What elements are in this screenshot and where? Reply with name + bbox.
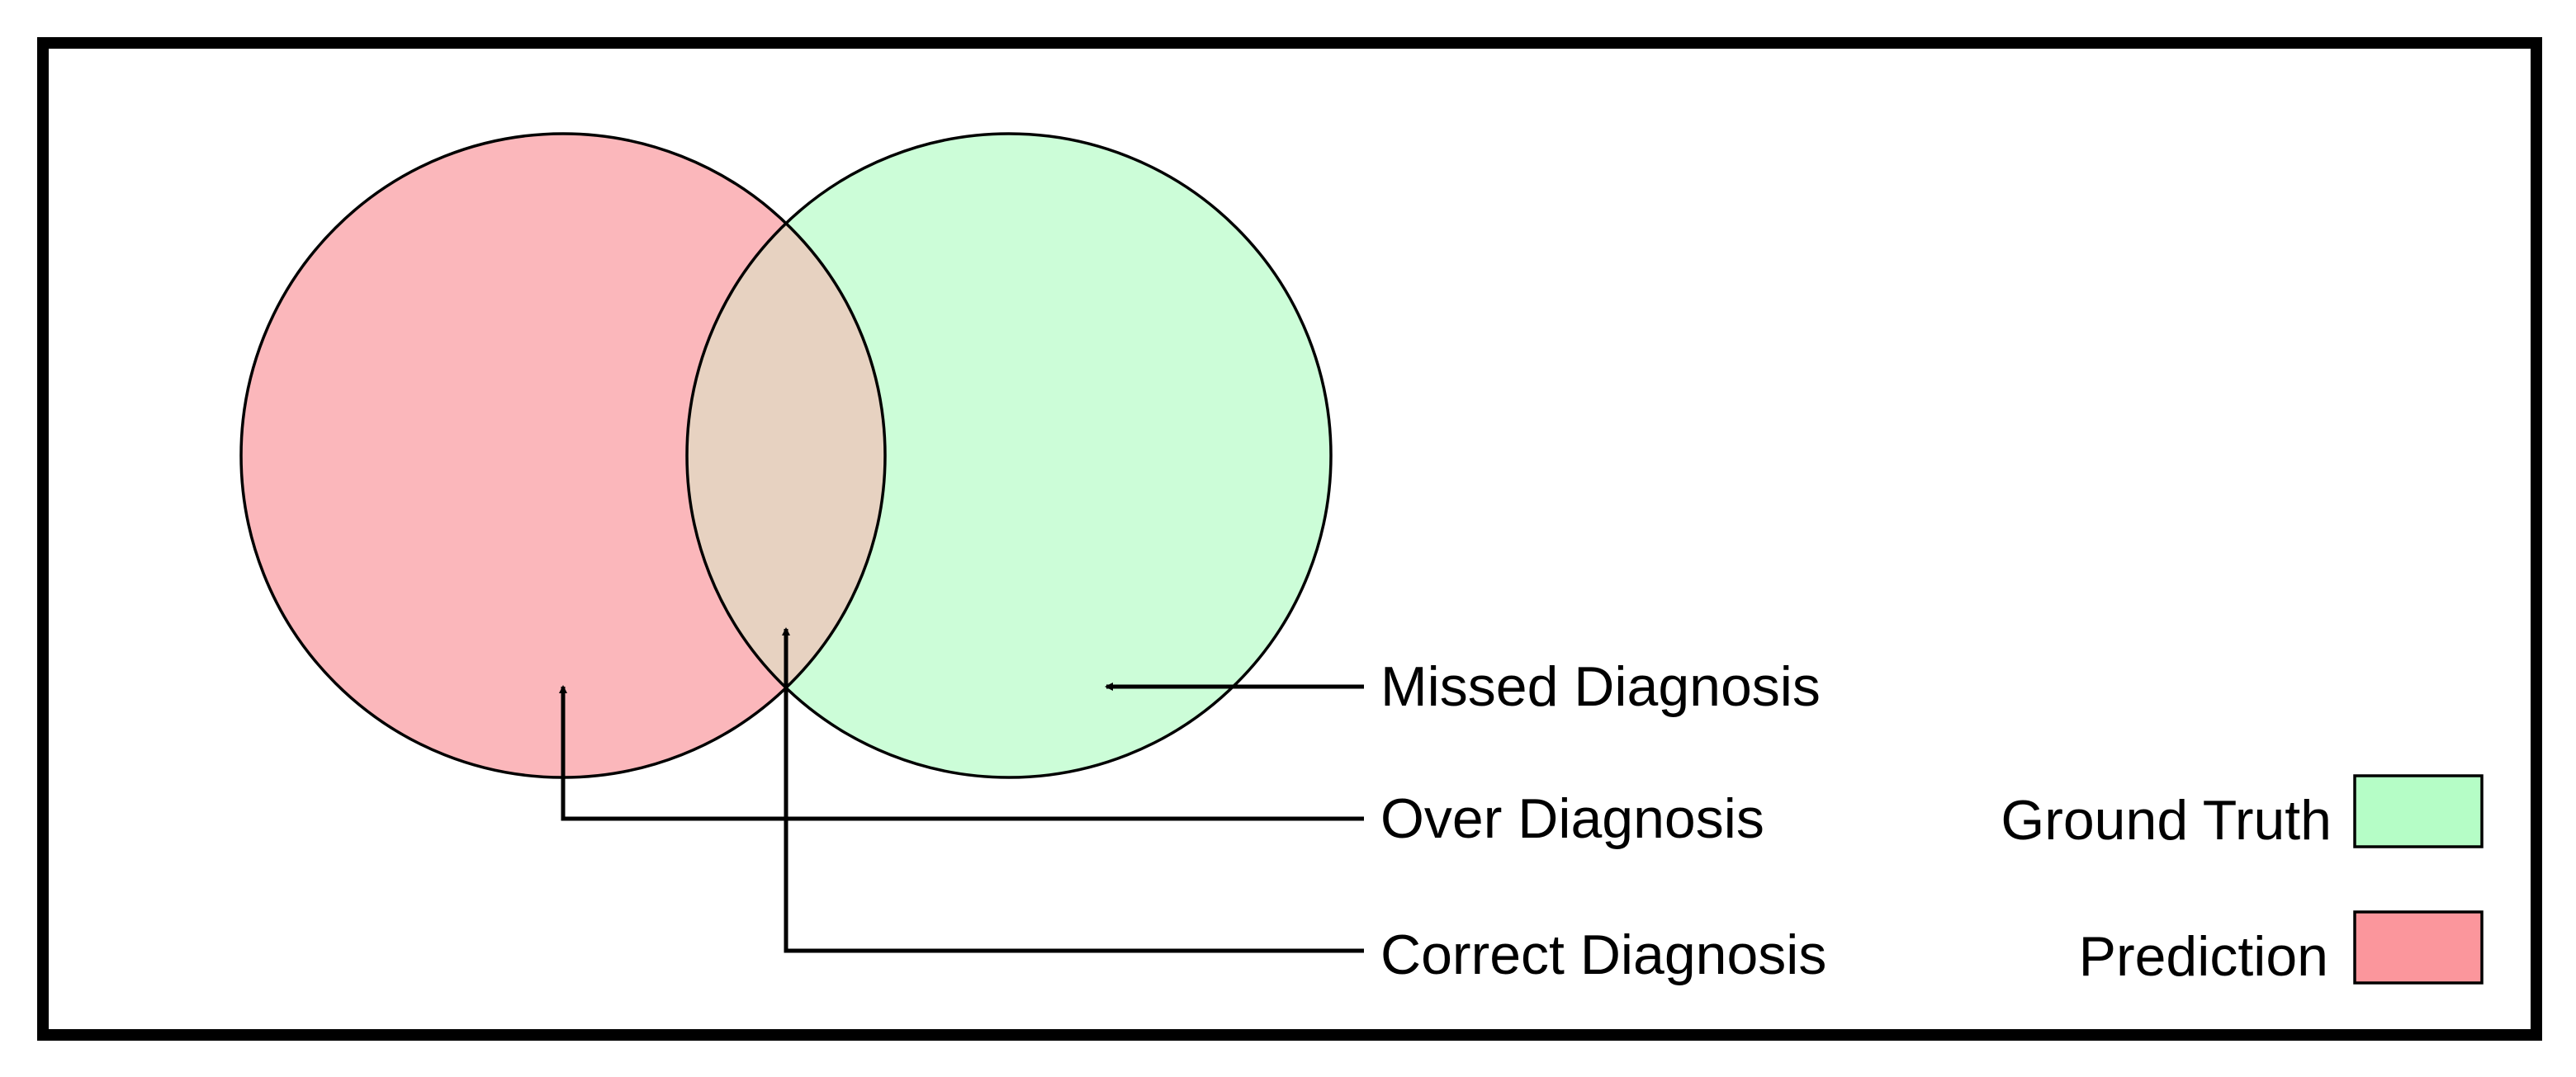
prediction-circle [241, 134, 885, 777]
missed-diagnosis-label: Missed Diagnosis [1380, 655, 1821, 718]
legend-prediction-label: Prediction [2079, 925, 2328, 988]
legend-ground-truth-swatch [2353, 774, 2484, 848]
ground-truth-circle [687, 134, 1331, 777]
legend-ground-truth-label: Ground Truth [2001, 789, 2332, 852]
over-diagnosis-arrow [559, 685, 1364, 821]
over-diagnosis-label: Over Diagnosis [1380, 787, 1764, 850]
legend-prediction-swatch [2353, 910, 2484, 985]
ground-truth-circle-outline [685, 132, 1333, 779]
correct-diagnosis-arrow [782, 627, 1364, 953]
correct-diagnosis-label: Correct Diagnosis [1380, 923, 1826, 986]
